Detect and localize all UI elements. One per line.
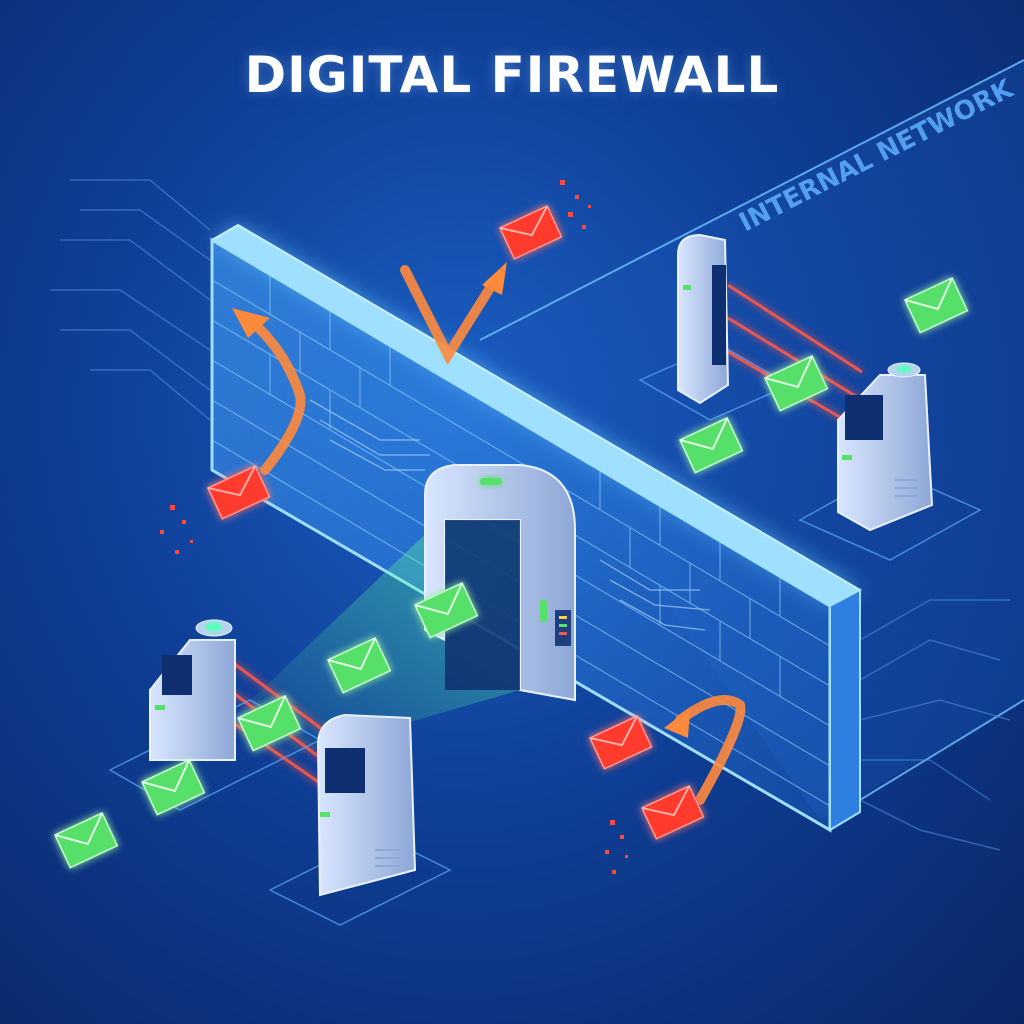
envelope-icon (679, 417, 744, 474)
turnstile-icon (638, 233, 792, 421)
gate-icon (424, 464, 576, 702)
arrow-icon (664, 708, 690, 738)
envelope-icon (589, 715, 653, 770)
blocked-envelopes (207, 205, 705, 840)
envelope-icon (904, 277, 969, 334)
allowed-envelopes (54, 277, 969, 869)
arrow-icon (232, 308, 270, 338)
arrow-icon (245, 265, 746, 805)
particle-debris (160, 180, 628, 874)
envelope-icon (499, 205, 563, 260)
envelope-icon (641, 785, 705, 840)
envelope-icon (141, 759, 206, 816)
envelope-icon (54, 812, 119, 869)
arrow-icon (482, 262, 507, 295)
envelope-icon (237, 695, 302, 752)
envelope-icon (414, 582, 479, 639)
turnstile-icon (798, 362, 982, 561)
circuit-traces (50, 179, 1011, 851)
turnstile-icon (268, 713, 452, 926)
envelope-icon (327, 637, 392, 694)
turnstile-icon (108, 619, 322, 811)
page-title: DIGITAL FIREWALL (244, 46, 780, 104)
envelope-icon (764, 355, 829, 412)
envelope-icon (207, 465, 271, 520)
